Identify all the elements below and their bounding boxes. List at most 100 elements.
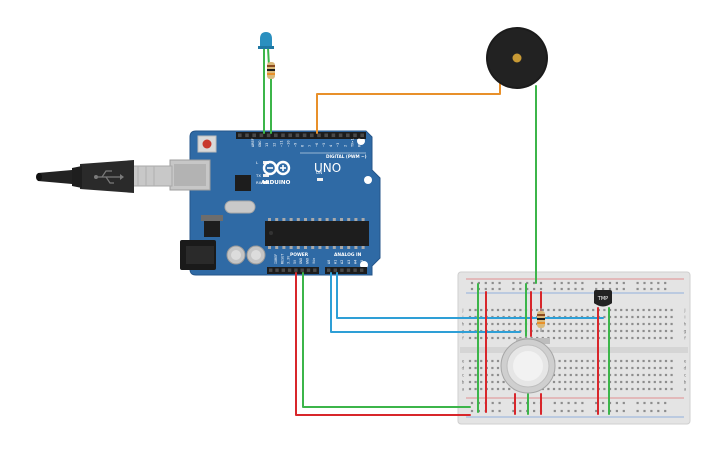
row-letter: c — [462, 373, 465, 378]
header-pin[interactable] — [300, 268, 304, 272]
breadboard-hole — [491, 308, 494, 312]
resistor[interactable] — [267, 62, 275, 79]
header-pin[interactable] — [346, 133, 350, 138]
rail-hole — [636, 401, 639, 405]
wire-led-pin13[interactable] — [267, 47, 272, 134]
board-led-label: TX — [255, 173, 261, 178]
rail-hole — [567, 409, 570, 413]
header-pin[interactable] — [360, 268, 364, 272]
header-pin[interactable] — [338, 133, 343, 138]
breadboard-hole — [502, 308, 505, 312]
header-pin[interactable] — [340, 268, 344, 272]
rail-hole — [526, 281, 529, 285]
breadboard-hole — [631, 336, 634, 340]
breadboard-hole — [491, 373, 494, 377]
breadboard-hole — [642, 387, 645, 391]
wire-a0[interactable] — [330, 272, 521, 333]
analog-pin-label: A5 — [360, 260, 364, 264]
header-pin[interactable] — [266, 133, 271, 138]
rail-hole — [643, 401, 646, 405]
breadboard-hole — [564, 373, 567, 377]
header-pin[interactable] — [333, 268, 337, 272]
rail-hole — [519, 409, 522, 413]
chip-pin — [340, 218, 343, 221]
breadboard-hole — [625, 380, 628, 384]
temperature-sensor[interactable]: TMP — [594, 290, 612, 307]
breadboard-hole — [648, 366, 651, 370]
breadboard-hole — [491, 366, 494, 370]
breadboard-hole — [659, 322, 662, 326]
header-pin[interactable] — [245, 133, 249, 138]
header-pin[interactable] — [310, 133, 314, 138]
digital-pin-label: TX▸1 — [350, 138, 354, 147]
header-pin[interactable] — [238, 133, 242, 138]
breadboard-hole — [648, 336, 651, 340]
header-pin[interactable] — [360, 133, 364, 138]
breadboard-hole — [508, 387, 511, 391]
digital-pin-label: RX◂0 — [358, 138, 362, 147]
header-pin[interactable] — [252, 133, 256, 138]
breadboard-hole — [670, 315, 673, 319]
header-pin[interactable] — [346, 268, 351, 272]
breadboard-hole — [474, 359, 477, 363]
rail-hole — [470, 281, 474, 285]
breadboard-hole — [564, 359, 567, 363]
rail-hole — [602, 281, 605, 285]
breadboard-hole — [636, 322, 640, 326]
rail-hole — [574, 281, 577, 285]
header-pin[interactable] — [288, 133, 292, 138]
wire-buzzer-signal[interactable] — [316, 76, 501, 134]
header-pin[interactable] — [327, 268, 331, 272]
breadboard-hole — [659, 380, 662, 384]
header-pin[interactable] — [306, 268, 311, 272]
breadboard-hole — [631, 322, 634, 326]
header-pin[interactable] — [269, 268, 273, 272]
header-pin[interactable] — [317, 133, 321, 138]
header-pin[interactable] — [353, 268, 357, 272]
breadboard-hole — [648, 308, 651, 312]
header-pin[interactable] — [287, 268, 292, 272]
pull-up-resistor[interactable] — [537, 308, 545, 332]
chip-pin — [268, 218, 271, 221]
wire-5v[interactable] — [295, 272, 471, 416]
digital-pin-label: ~3 — [336, 143, 340, 147]
breadboard-hole — [603, 366, 606, 370]
gas-sensor[interactable] — [500, 338, 556, 394]
header-pin[interactable] — [295, 133, 300, 138]
led[interactable] — [258, 32, 274, 49]
header-pin[interactable] — [331, 133, 336, 138]
breadboard-hole — [536, 329, 539, 333]
breadboard-hole — [642, 308, 645, 312]
header-pin[interactable] — [353, 133, 357, 138]
analog-pin-label: A3 — [347, 260, 351, 264]
header-pin[interactable] — [324, 133, 328, 138]
digital-pin-label: 12 — [272, 143, 276, 147]
header-pin[interactable] — [281, 133, 285, 138]
breadboard-hole — [620, 359, 623, 363]
power-label: POWER — [290, 252, 309, 258]
wire-gnd[interactable] — [302, 272, 471, 408]
breadboard-hole — [648, 329, 651, 333]
header-pin[interactable] — [259, 133, 264, 138]
piezo-buzzer[interactable] — [486, 27, 548, 89]
breadboard-hole — [636, 380, 640, 384]
breadboard-hole — [664, 315, 668, 319]
breadboard-hole — [603, 387, 606, 391]
board-led — [263, 181, 269, 184]
breadboard-hole — [659, 329, 662, 333]
wire-a1[interactable] — [336, 272, 604, 319]
header-pin[interactable] — [302, 133, 307, 138]
header-pin[interactable] — [294, 268, 298, 272]
header-pin[interactable] — [281, 268, 285, 272]
breadboard-hole — [575, 336, 578, 340]
chip-pin — [354, 246, 358, 249]
header-pin[interactable] — [313, 268, 317, 272]
digital-pin-label: 13 — [265, 143, 269, 147]
breadboard-hole — [670, 308, 673, 312]
header-pin[interactable] — [275, 268, 279, 272]
breadboard-hole — [653, 380, 656, 384]
breadboard-hole — [592, 387, 595, 391]
breadboard-hole — [580, 387, 584, 391]
header-pin[interactable] — [274, 133, 278, 138]
